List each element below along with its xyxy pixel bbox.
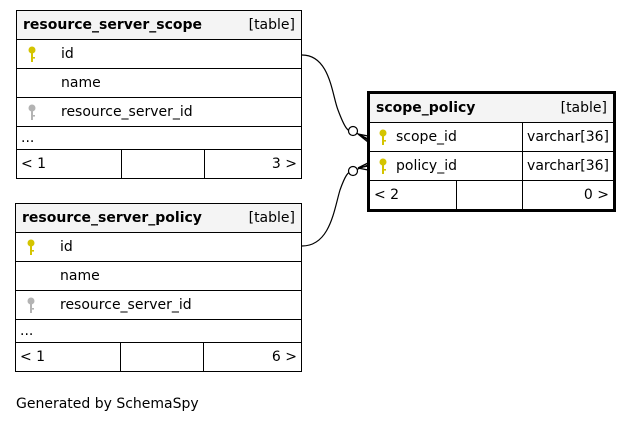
- column-name: name: [60, 268, 100, 284]
- primary-key-icon: [379, 129, 387, 145]
- column-row[interactable]: policy_id: [367, 151, 524, 181]
- column-name: scope_id: [396, 129, 457, 145]
- table-resource-server-policy[interactable]: resource_server_policy [table] id name r…: [15, 203, 302, 372]
- table-name: scope_policy: [376, 100, 476, 116]
- edge-policy-to-scope-policy: [301, 164, 369, 247]
- column-name: resource_server_id: [61, 104, 193, 120]
- foreign-key-icon: [27, 297, 35, 313]
- children-count[interactable]: 6 >: [203, 342, 302, 372]
- column-name: id: [61, 46, 74, 62]
- edge-policy-crowfoot-circle: [347, 165, 359, 177]
- parents-count[interactable]: < 2: [368, 180, 457, 211]
- column-name: resource_server_id: [60, 297, 192, 313]
- more-columns: ...: [15, 319, 302, 343]
- column-name: name: [61, 75, 101, 91]
- generated-by-label: Generated by SchemaSpy: [16, 396, 199, 412]
- footer-spacer: [120, 342, 204, 372]
- column-type: varchar[36]: [522, 122, 615, 152]
- parents-count[interactable]: < 1: [15, 342, 121, 372]
- children-count[interactable]: 3 >: [204, 149, 302, 179]
- parents-count[interactable]: < 1: [16, 149, 122, 179]
- table-resource-server-scope[interactable]: resource_server_scope [table] id name re…: [16, 10, 302, 179]
- children-count[interactable]: 0 >: [522, 180, 615, 211]
- table-scope-policy[interactable]: scope_policy [table] scope_id varchar[36…: [367, 91, 616, 212]
- more-columns: ...: [16, 126, 302, 150]
- table-kind: [table]: [204, 10, 302, 40]
- column-row[interactable]: resource_server_id: [15, 290, 302, 320]
- table-kind: [table]: [203, 203, 302, 233]
- column-row[interactable]: name: [15, 261, 302, 291]
- footer-spacer: [121, 149, 205, 179]
- column-row[interactable]: scope_id: [367, 122, 524, 152]
- edge-scope-to-scope-policy: [301, 54, 369, 141]
- column-row[interactable]: id: [15, 232, 302, 262]
- table-name: resource_server_scope: [23, 17, 203, 33]
- primary-key-icon: [27, 239, 35, 255]
- primary-key-icon: [379, 158, 387, 174]
- primary-key-icon: [28, 46, 36, 62]
- edge-scope-crowfoot-circle: [347, 125, 359, 137]
- column-row[interactable]: id: [16, 39, 302, 69]
- column-name: policy_id: [396, 158, 457, 174]
- foreign-key-icon: [28, 104, 36, 120]
- table-kind: [table]: [522, 92, 615, 123]
- table-name: resource_server_policy: [22, 210, 202, 226]
- column-name: id: [60, 239, 73, 255]
- column-row[interactable]: name: [16, 68, 302, 98]
- column-type: varchar[36]: [522, 151, 615, 181]
- footer-spacer: [455, 180, 524, 211]
- column-row[interactable]: resource_server_id: [16, 97, 302, 127]
